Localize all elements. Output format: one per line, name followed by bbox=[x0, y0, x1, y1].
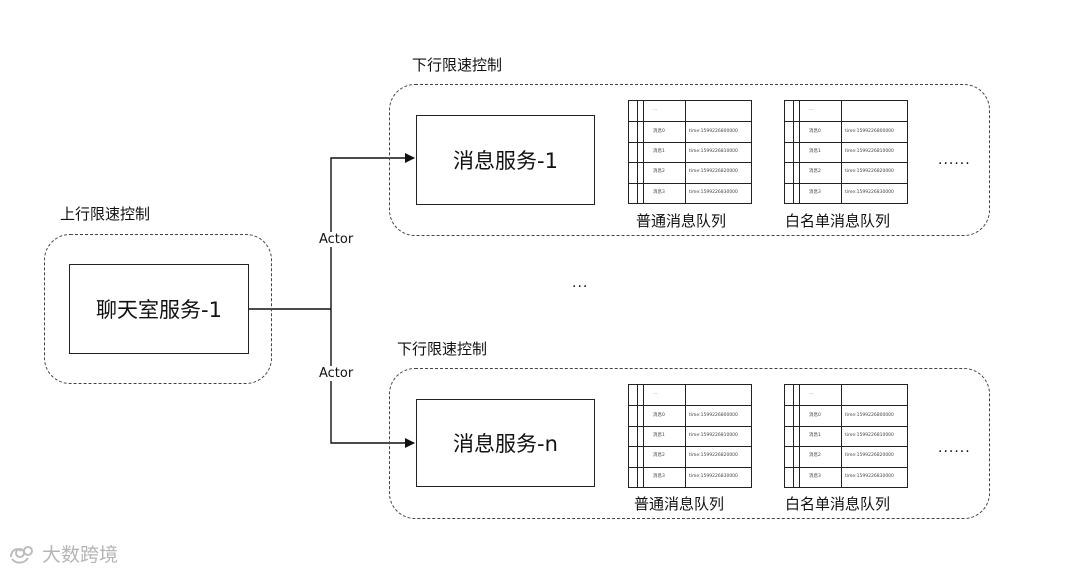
more-queues-ellipsis: ...... bbox=[938, 152, 971, 168]
chatroom-service-box: 聊天室服务-1 bbox=[69, 264, 249, 354]
queue-column-divider bbox=[799, 385, 800, 487]
queue-header-cell: ... bbox=[653, 107, 658, 113]
queue-column-divider bbox=[685, 385, 686, 487]
queue-message-cell: 消息0 bbox=[653, 128, 665, 134]
queue-message-cell: 消息1 bbox=[653, 433, 665, 438]
queue-time-cell: time:1599226810000 bbox=[689, 433, 738, 438]
upstream-group-label: 上行限速控制 bbox=[60, 205, 151, 223]
queue-time-cell: time:1599226830000 bbox=[689, 473, 738, 479]
queue-message-cell: 消息2 bbox=[653, 169, 665, 175]
message-service-label: 消息服务-1 bbox=[453, 149, 558, 173]
queue-time-cell: time:1599226820000 bbox=[845, 453, 894, 459]
queue-row-divider bbox=[629, 405, 751, 407]
normal-message-queue: ... 消息0 time:1599226800000 消息1 time:15992268… bbox=[628, 384, 752, 488]
queue-column-divider bbox=[793, 385, 794, 487]
upstream-group bbox=[44, 234, 272, 384]
queue-row-divider bbox=[629, 141, 751, 143]
queue-row-divider bbox=[629, 162, 751, 164]
queue-column-divider bbox=[637, 101, 638, 203]
message-service-label: 消息服务-n bbox=[453, 432, 558, 456]
queue-time-cell: time:1599226800000 bbox=[689, 128, 738, 134]
actor-label-bottom: Actor bbox=[317, 366, 356, 381]
queue-time-cell: time:1599226820000 bbox=[689, 169, 738, 175]
queue-message-cell: 消息3 bbox=[809, 189, 821, 195]
queue-column-divider bbox=[637, 385, 638, 487]
queue-column-divider bbox=[685, 101, 686, 203]
queue-row-divider bbox=[785, 162, 907, 164]
message-service-box: 消息服务-1 bbox=[416, 115, 595, 205]
queue-message-cell: 消息3 bbox=[809, 473, 821, 479]
queue-row-divider bbox=[785, 141, 907, 143]
watermark-logo-icon bbox=[10, 545, 33, 564]
connector-top-arrow bbox=[330, 153, 415, 309]
normal-queue-label: 普通消息队列 bbox=[636, 212, 727, 230]
queue-message-cell: 消息2 bbox=[809, 169, 821, 175]
queue-column-divider bbox=[841, 101, 842, 203]
queue-row-divider bbox=[629, 425, 751, 427]
queue-header-cell: ... bbox=[653, 391, 658, 397]
queue-row-divider bbox=[785, 466, 907, 468]
queue-row-divider bbox=[629, 466, 751, 468]
downstream-group bbox=[389, 368, 990, 519]
queue-row-divider bbox=[785, 121, 907, 123]
queue-row-divider bbox=[785, 182, 907, 184]
watermark: 大数跨境 bbox=[8, 540, 118, 567]
queue-time-cell: time:1599226830000 bbox=[845, 473, 894, 479]
queue-column-divider bbox=[799, 101, 800, 203]
queue-time-cell: time:1599226800000 bbox=[845, 128, 894, 134]
whitelist-queue-label: 白名单消息队列 bbox=[785, 495, 891, 513]
queue-message-cell: 消息0 bbox=[809, 128, 821, 134]
queue-column-divider bbox=[841, 385, 842, 487]
queue-time-cell: time:1599226810000 bbox=[845, 433, 894, 438]
queue-row-divider bbox=[629, 121, 751, 123]
queue-time-cell: time:1599226810000 bbox=[845, 149, 894, 154]
more-queues-ellipsis: ...... bbox=[938, 440, 971, 456]
queue-message-cell: 消息1 bbox=[653, 149, 665, 154]
queue-time-cell: time:1599226820000 bbox=[845, 169, 894, 175]
queue-message-cell: 消息2 bbox=[809, 453, 821, 459]
downstream-group-label: 下行限速控制 bbox=[412, 56, 503, 74]
queue-time-cell: time:1599226820000 bbox=[689, 453, 738, 459]
normal-message-queue: ... 消息0 time:1599226800000 消息1 time:15992268… bbox=[628, 100, 752, 204]
queue-header-cell: ... bbox=[809, 107, 814, 113]
actor-label-top: Actor bbox=[317, 232, 356, 247]
queue-message-cell: 消息1 bbox=[809, 433, 821, 438]
more-groups-ellipsis: ... bbox=[572, 275, 589, 291]
queue-row-divider bbox=[785, 425, 907, 427]
queue-message-cell: 消息0 bbox=[653, 412, 665, 418]
watermark-text: 大数跨境 bbox=[42, 544, 119, 566]
normal-queue-label: 普通消息队列 bbox=[634, 495, 725, 513]
queue-message-cell: 消息3 bbox=[653, 189, 665, 195]
queue-message-cell: 消息2 bbox=[653, 453, 665, 459]
queue-row-divider bbox=[629, 182, 751, 184]
queue-row-divider bbox=[785, 405, 907, 407]
queue-column-divider bbox=[793, 101, 794, 203]
chatroom-service-label: 聊天室服务-1 bbox=[96, 298, 222, 322]
queue-message-cell: 消息0 bbox=[809, 412, 821, 418]
queue-header-cell: ... bbox=[809, 391, 814, 397]
queue-row-divider bbox=[785, 446, 907, 448]
queue-time-cell: time:1599226810000 bbox=[689, 149, 738, 154]
message-service-box: 消息服务-n bbox=[416, 399, 595, 487]
queue-message-cell: 消息1 bbox=[809, 149, 821, 154]
queue-row-divider bbox=[629, 446, 751, 448]
queue-column-divider bbox=[643, 101, 644, 203]
queue-time-cell: time:1599226830000 bbox=[845, 189, 894, 195]
whitelist-message-queue: ... 消息0 time:1599226800000 消息1 time:15992268… bbox=[784, 384, 908, 488]
whitelist-message-queue: ... 消息0 time:1599226800000 消息1 time:15992268… bbox=[784, 100, 908, 204]
queue-message-cell: 消息3 bbox=[653, 473, 665, 479]
queue-time-cell: time:1599226800000 bbox=[689, 412, 738, 418]
whitelist-queue-label: 白名单消息队列 bbox=[785, 212, 891, 230]
queue-time-cell: time:1599226830000 bbox=[689, 189, 738, 195]
queue-time-cell: time:1599226800000 bbox=[845, 412, 894, 418]
queue-column-divider bbox=[643, 385, 644, 487]
downstream-group bbox=[389, 84, 990, 236]
downstream-group-label: 下行限速控制 bbox=[397, 340, 488, 358]
connector-bottom-arrow bbox=[330, 309, 415, 448]
